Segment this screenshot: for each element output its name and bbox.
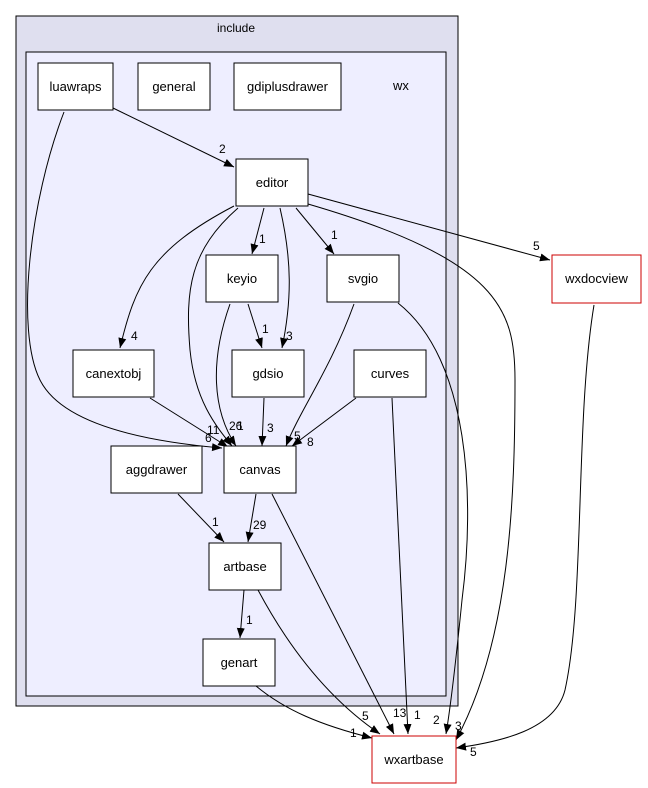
edge-luawraps-editor[interactable] [112, 107, 235, 168]
edge-gdsio-canvas[interactable] [258, 397, 267, 447]
edge-artbase-wxartbase[interactable] [257, 589, 381, 735]
node-svgio-label: svgio [348, 271, 378, 286]
node-canvas-label: canvas [239, 462, 281, 477]
node-aggdrawer[interactable]: aggdrawer [110, 445, 203, 494]
node-luawraps-label: luawraps [49, 79, 102, 94]
edge-editor-wxartbase[interactable] [307, 203, 516, 741]
node-artbase-box [208, 542, 282, 591]
edge-label-editor-gdsio: 3 [286, 329, 293, 343]
node-curves[interactable]: curves [353, 349, 427, 398]
node-editor-label: editor [256, 175, 289, 190]
edge-canextobj-canvas[interactable] [149, 397, 229, 448]
node-luawraps[interactable]: luawraps [37, 62, 114, 111]
edge-label-editor-canvas: 26 [229, 419, 243, 433]
edge-label-artbase-wxartbase: 5 [362, 709, 369, 723]
node-wxartbase[interactable]: wxartbase [371, 735, 457, 784]
edge-editor-keyio[interactable] [250, 207, 265, 255]
edge-label-keyio-gdsio: 1 [262, 322, 269, 336]
node-gdiplusdrawer[interactable]: gdiplusdrawer [233, 62, 342, 111]
node-wxdocview-box [551, 254, 642, 304]
edge-label-wxdocview-wxartbase: 5 [470, 745, 477, 759]
edge-label-keyio-canvas: 1 [237, 419, 244, 433]
edge-label-luawraps-canvas: 6 [205, 431, 212, 445]
edge-label-svgio-canvas: 5 [294, 429, 301, 443]
edge-keyio-canvas[interactable] [215, 303, 237, 447]
node-aggdrawer-box [110, 445, 203, 494]
node-svgio-box [326, 254, 400, 303]
node-wxartbase-box [371, 735, 457, 784]
edge-label-canvas-wxartbase: 13 [393, 706, 407, 720]
node-general-box [137, 62, 211, 111]
node-keyio[interactable]: keyio [205, 254, 279, 303]
edge-editor-canextobj[interactable] [118, 205, 235, 349]
edge-label-aggdrawer-artbase: 1 [212, 515, 219, 529]
node-keyio-box [205, 254, 279, 303]
node-general[interactable]: general [137, 62, 211, 111]
edge-label-genart-wxartbase: 1 [350, 726, 357, 740]
edge-editor-svgio[interactable] [295, 207, 335, 255]
edge-canvas-wxartbase[interactable] [271, 493, 395, 735]
edge-aggdrawer-artbase[interactable] [177, 493, 225, 543]
node-curves-box [353, 349, 427, 398]
node-gdsio-box [231, 349, 305, 398]
edge-luawraps-canvas[interactable] [27, 111, 223, 452]
node-genart-label: genart [221, 655, 258, 670]
edge-editor-wxdocview[interactable] [307, 193, 551, 262]
edge-keyio-gdsio[interactable] [247, 303, 263, 349]
node-aggdrawer-label: aggdrawer [126, 462, 188, 477]
node-wxdocview-label: wxdocview [564, 271, 628, 286]
node-gdiplusdrawer-box [233, 62, 342, 111]
edge-label-artbase-genart: 1 [246, 613, 253, 627]
node-curves-label: curves [371, 366, 410, 381]
node-general-label: general [152, 79, 195, 94]
node-keyio-label: keyio [227, 271, 257, 286]
nodes: luawraps general gdiplusdrawer editor ke… [37, 62, 642, 784]
edge-editor-gdsio[interactable] [279, 207, 290, 349]
edge-label-editor-canextobj: 4 [131, 329, 138, 343]
edges [27, 107, 595, 751]
node-canvas[interactable]: canvas [223, 445, 297, 494]
cluster-include-label: include [217, 21, 255, 35]
edge-labels: 2 6 1 1 4 3 26 5 2 1 1 5 3 11 3 8 1 1 29… [131, 142, 540, 759]
edge-svgio-wxartbase[interactable] [397, 302, 469, 735]
node-editor[interactable]: editor [235, 158, 309, 207]
edge-curves-canvas[interactable] [291, 397, 357, 447]
cluster-wx-label: wx [392, 78, 409, 93]
node-wxartbase-label: wxartbase [383, 752, 443, 767]
edge-label-gdsio-canvas: 3 [267, 421, 274, 435]
node-artbase[interactable]: artbase [208, 542, 282, 591]
node-genart-box [202, 638, 276, 687]
edge-label-canextobj-canvas: 11 [207, 423, 220, 437]
node-luawraps-box [37, 62, 114, 111]
node-gdiplusdrawer-label: gdiplusdrawer [247, 79, 329, 94]
node-genart[interactable]: genart [202, 638, 276, 687]
edge-label-editor-wxdocview: 5 [533, 239, 540, 253]
node-gdsio-label: gdsio [252, 366, 283, 381]
edge-genart-wxartbase[interactable] [255, 685, 373, 740]
edge-label-svgio-wxartbase: 3 [455, 719, 462, 733]
edge-label-canvas-artbase: 29 [253, 518, 267, 532]
node-canvas-box [223, 445, 297, 494]
node-gdsio[interactable]: gdsio [231, 349, 305, 398]
edge-svgio-canvas[interactable] [285, 303, 355, 447]
edge-canvas-artbase[interactable] [245, 493, 257, 543]
node-canextobj[interactable]: canextobj [72, 349, 155, 398]
node-canextobj-box [72, 349, 155, 398]
edge-label-luawraps-editor: 2 [219, 142, 226, 156]
edge-label-editor-wxartbase: 2 [433, 713, 440, 727]
edge-curves-wxartbase[interactable] [391, 397, 412, 735]
edge-label-curves-canvas: 8 [307, 435, 314, 449]
edge-label-curves-wxartbase: 1 [414, 708, 421, 722]
edge-editor-canvas[interactable] [188, 207, 239, 447]
node-svgio[interactable]: svgio [326, 254, 400, 303]
node-canextobj-label: canextobj [86, 366, 142, 381]
node-wxdocview[interactable]: wxdocview [551, 254, 642, 304]
edge-label-editor-keyio: 1 [259, 232, 266, 246]
edge-artbase-genart[interactable] [236, 589, 245, 639]
edge-label-editor-svgio: 1 [331, 228, 338, 242]
node-artbase-label: artbase [223, 559, 266, 574]
edge-wxdocview-wxartbase[interactable] [455, 304, 595, 751]
node-editor-box [235, 158, 309, 207]
